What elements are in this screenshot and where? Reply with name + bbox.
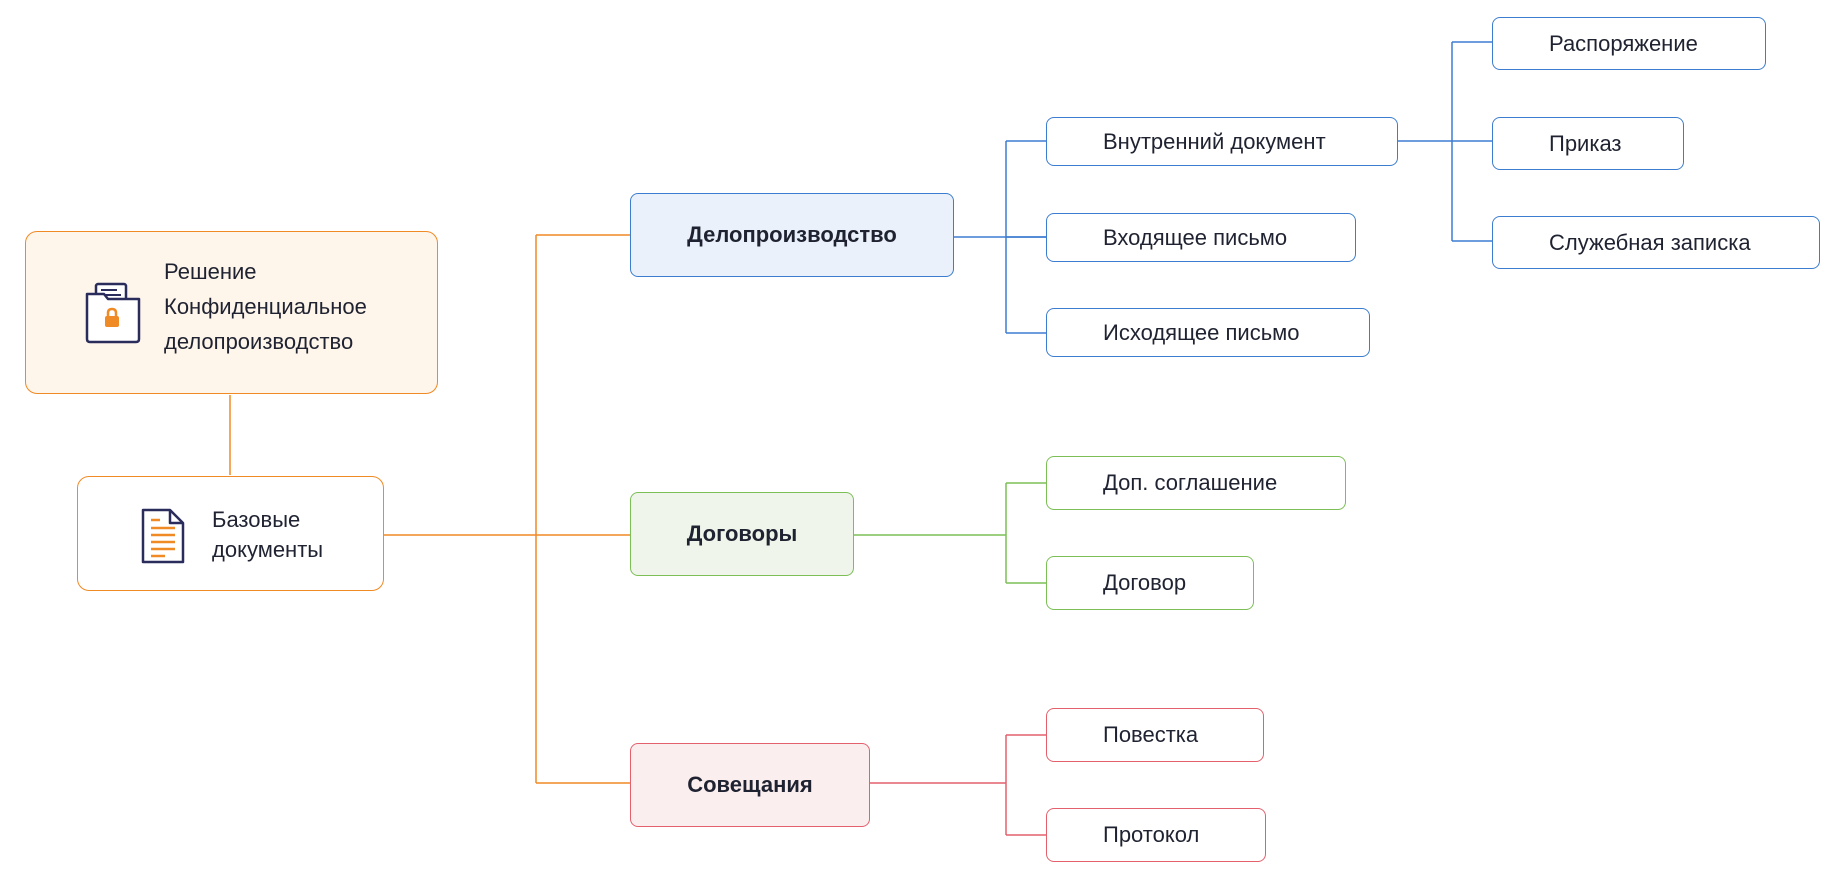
solution-line-3: делопроизводство [164,329,354,354]
base-line-1: Базовые [212,507,301,532]
base-documents-title: Базовые документы [212,505,323,565]
leaf-node-contract: Договор [1046,556,1254,610]
leaf-label: Протокол [1103,822,1200,847]
leaf-label: Доп. соглашение [1103,470,1278,495]
leaf-label: Распоряжение [1549,30,1698,56]
category-label: Совещания [687,772,813,797]
leaf-label: Внутренний документ [1103,128,1326,154]
category-node-meetings: Совещания [630,743,870,827]
leaf-node-addendum: Доп. соглашение [1046,456,1346,510]
leaf-label: Служебная записка [1549,229,1751,255]
leaf-node-incoming-letter: Входящее письмо [1046,213,1356,262]
leaf-node-order: Приказ [1492,117,1684,170]
leaf-label: Исходящее письмо [1103,319,1300,345]
locked-folder-icon [84,280,144,349]
document-icon [140,507,186,570]
base-line-2: документы [212,537,324,562]
leaf-node-memo: Служебная записка [1492,216,1820,269]
solution-node: Решение Конфиденциальное делопроизводств… [25,231,438,394]
leaf-label: Входящее письмо [1103,224,1288,250]
leaf-label: Договор [1103,570,1187,595]
leaf-label: Приказ [1549,130,1622,156]
leaf-node-outgoing-letter: Исходящее письмо [1046,308,1370,357]
solution-line-2: Конфиденциальное [164,294,367,319]
category-label: Делопроизводство [687,222,897,247]
category-label: Договоры [686,521,798,546]
category-node-delo: Делопроизводство [630,193,954,277]
category-node-contracts: Договоры [630,492,854,576]
solution-title: Решение Конфиденциальное делопроизводств… [164,254,367,359]
leaf-label: Повестка [1103,722,1199,747]
base-documents-node: Базовые документы [77,476,384,591]
leaf-node-internal-document: Внутренний документ [1046,117,1398,166]
leaf-node-minutes: Протокол [1046,808,1266,862]
leaf-node-agenda: Повестка [1046,708,1264,762]
leaf-node-disposition: Распоряжение [1492,17,1766,70]
solution-line-1: Решение [164,259,257,284]
